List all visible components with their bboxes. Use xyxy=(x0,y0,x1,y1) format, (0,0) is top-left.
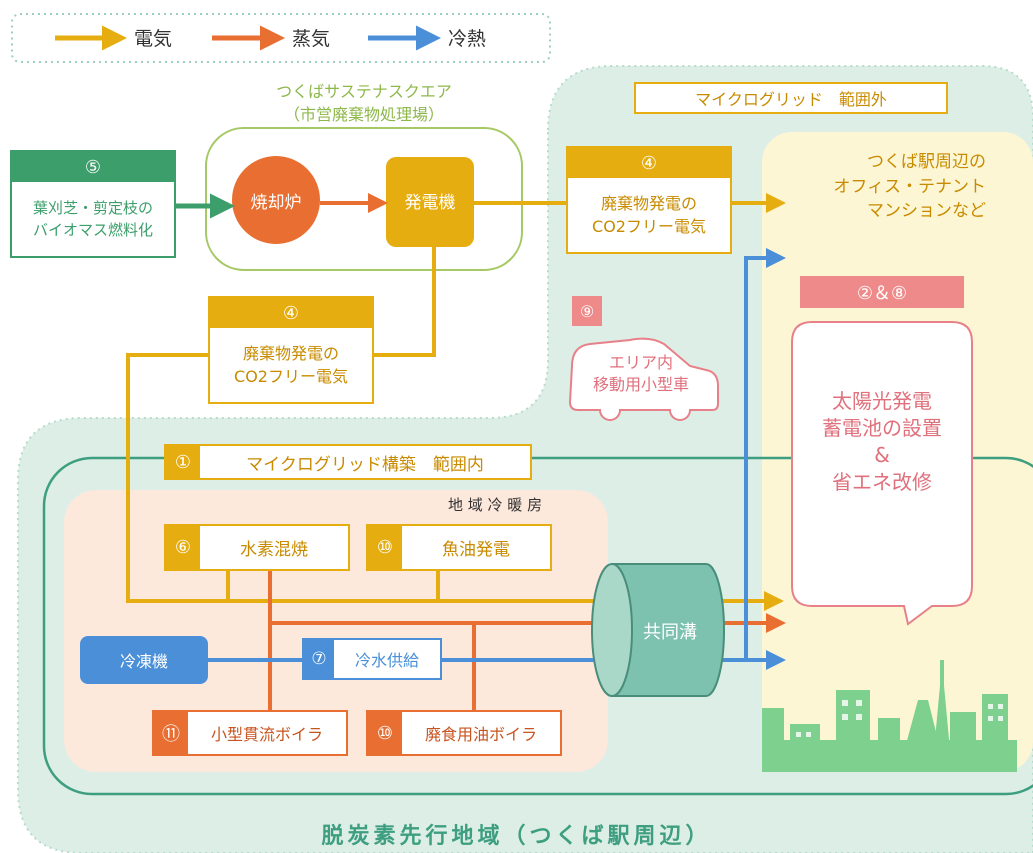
biomass-badge: ⑤ xyxy=(12,152,174,182)
incinerator-label: 焼却炉 xyxy=(250,193,302,213)
fishoil-text: 魚油発電 xyxy=(442,540,510,560)
solar-bubble xyxy=(791,321,973,626)
fishoil-box: ⑩ 魚油発電 xyxy=(366,524,552,571)
co2free-mid-text: 廃棄物発電の CO2フリー電気 xyxy=(234,343,348,386)
co2free-top-badge: ④ xyxy=(568,148,730,178)
legend-cold: 冷熱 xyxy=(448,28,487,50)
wasteoil-badge: ⑩ xyxy=(368,712,402,754)
microgrid-ring xyxy=(42,456,1033,796)
generator-label: 発電機 xyxy=(404,193,456,213)
hydrogen-badge: ⑥ xyxy=(166,526,200,569)
offices-label: つくば駅周辺の オフィス・テナント マンションなど xyxy=(833,152,986,222)
hydrogen-box: ⑥ 水素混焼 xyxy=(164,524,350,571)
tunnel-cylinder xyxy=(591,563,725,697)
solar-text: 太陽光発電 蓄電池の設置 & 省エネ改修 xyxy=(822,389,942,494)
wasteoil-box: ⑩ 廃食用油ボイラ xyxy=(366,710,562,756)
co2free-mid-box: ④ 廃棄物発電の CO2フリー電気 xyxy=(208,296,374,404)
car-text: エリア内 移動用小型車 xyxy=(592,353,689,395)
outside-microgrid-label: マイクログリッド 範囲外 xyxy=(634,82,948,114)
chiller-box: 冷凍機 xyxy=(80,636,208,684)
solar-badge: ②＆⑧ xyxy=(800,276,964,308)
biomass-box: ⑤ 葉刈芝・剪定枝の バイオマス燃料化 xyxy=(10,150,176,258)
incinerator-circle xyxy=(232,156,320,244)
car-outline xyxy=(568,337,719,421)
district-heating-title: 地 域 冷 暖 房 xyxy=(448,496,543,514)
boiler-box: ⑪ 小型貫流ボイラ xyxy=(152,710,348,756)
wasteoil-text: 廃食用油ボイラ xyxy=(424,725,537,744)
co2free-top-text: 廃棄物発電の CO2フリー電気 xyxy=(592,193,706,236)
generator-box xyxy=(386,157,474,247)
legend-electricity: 電気 xyxy=(134,28,173,50)
microgrid-label-box: ① マイクログリッド構築 範囲内 xyxy=(164,444,532,480)
fishoil-badge: ⑩ xyxy=(368,526,402,569)
sustena-subtitle: （市営廃棄物処理場） xyxy=(283,105,444,124)
boiler-text: 小型貫流ボイラ xyxy=(210,725,323,744)
city-skyline-icon xyxy=(762,660,1017,772)
boiler-badge: ⑪ xyxy=(154,712,188,754)
coldwater-badge: ⑦ xyxy=(304,640,334,678)
legend-steam: 蒸気 xyxy=(292,28,331,50)
biomass-text: 葉刈芝・剪定枝の バイオマス燃料化 xyxy=(32,198,153,240)
microgrid-text: マイクログリッド構築 範囲内 xyxy=(246,454,484,475)
hydrogen-text: 水素混焼 xyxy=(240,540,308,560)
tunnel-label: 共同溝 xyxy=(643,622,697,643)
car-badge: ⑨ xyxy=(572,296,602,326)
co2free-mid-badge: ④ xyxy=(210,298,372,328)
coldwater-box: ⑦ 冷水供給 xyxy=(302,638,442,680)
co2free-top-box: ④ 廃棄物発電の CO2フリー電気 xyxy=(566,146,732,254)
sustena-title: つくばサステナスクエア xyxy=(276,82,452,101)
coldwater-text: 冷水供給 xyxy=(354,651,419,670)
footer-title: 脱炭素先行地域（つくば駅周辺） xyxy=(321,824,712,849)
microgrid-badge: ① xyxy=(166,446,200,478)
